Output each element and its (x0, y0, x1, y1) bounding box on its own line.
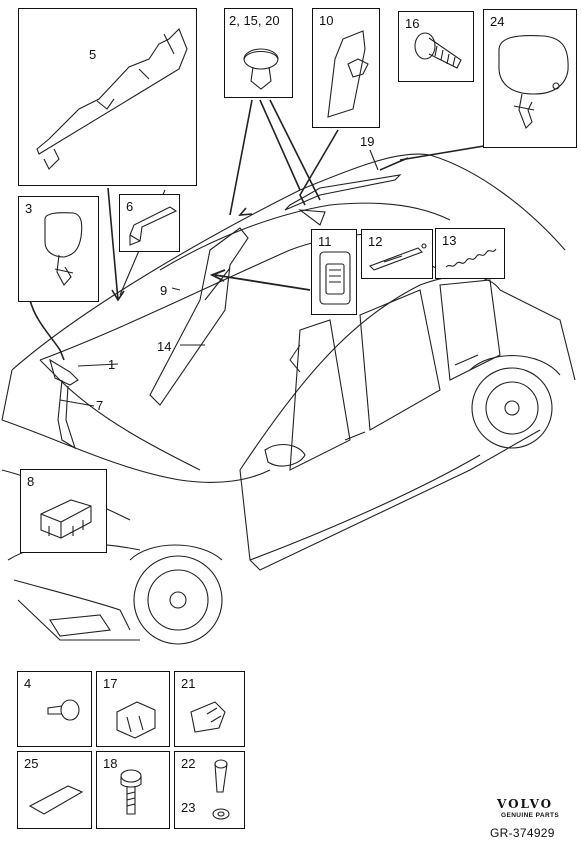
part-box-10: 10 (312, 8, 380, 128)
part-number-12: 12 (368, 234, 383, 249)
handle-icon (129, 206, 178, 246)
part-box-17: 17 (96, 671, 170, 747)
part-number-4: 4 (24, 676, 32, 691)
part-box-18: 18 (96, 751, 170, 829)
screw-washer-icon (212, 759, 230, 820)
cover-clip-icon (44, 212, 83, 286)
part-box-25: 25 (17, 751, 92, 829)
part-box-21: 21 (174, 671, 245, 747)
part-number-24: 24 (490, 14, 505, 29)
part-box-5: 5 (18, 8, 197, 186)
spring-icon (445, 248, 497, 268)
part-number-21: 21 (181, 676, 196, 691)
bolt-icon (47, 699, 80, 721)
part-number-10: 10 (319, 13, 334, 28)
part-box-13: 13 (435, 228, 505, 279)
screw-icon (414, 32, 462, 69)
part-number-22: 22 (181, 756, 196, 771)
part-box-11: 11 (311, 229, 357, 315)
part-number-25: 25 (24, 756, 39, 771)
callout-19: 19 (360, 134, 375, 149)
foam-pad-icon (28, 785, 84, 815)
part-number-13: 13 (442, 233, 457, 248)
part-number-8: 8 (27, 474, 35, 489)
brand-subtitle: GENUINE PARTS (501, 812, 560, 819)
callout-14: 14 (157, 339, 172, 354)
label-strip-icon (369, 243, 427, 271)
part-number-2-15-20: 2, 15, 20 (229, 13, 280, 28)
retainer-clip-icon (190, 701, 226, 733)
part-box-8: 8 (20, 469, 107, 553)
bracket-clip-icon (40, 499, 92, 539)
part-box-24: 24 (483, 9, 577, 148)
part-box-6: 6 (119, 194, 180, 252)
brand-logo: VOLVO (497, 797, 554, 811)
part-box-4: 4 (17, 671, 92, 747)
part-box-2-15-20: 2, 15, 20 (224, 8, 293, 98)
trim-clip-icon (327, 30, 369, 118)
callout-1: 1 (108, 357, 116, 372)
diagram-code: GR-374929 (490, 826, 555, 840)
clip-housing-icon (319, 251, 351, 305)
cover-hook-icon (498, 34, 569, 129)
part-number-3: 3 (25, 201, 33, 216)
part-number-17: 17 (103, 676, 118, 691)
spring-clip-icon (116, 701, 156, 739)
flange-bolt-icon (120, 769, 142, 815)
part-box-12: 12 (361, 229, 433, 279)
push-clip-icon (243, 48, 279, 90)
callout-9: 9 (160, 283, 168, 298)
part-box-22-23: 22 23 (174, 751, 245, 829)
part-number-23: 23 (181, 800, 196, 815)
part-number-5: 5 (89, 47, 97, 62)
part-number-18: 18 (103, 756, 118, 771)
callout-7: 7 (96, 398, 104, 413)
part-number-16: 16 (405, 16, 420, 31)
part-box-3: 3 (18, 196, 99, 302)
part-box-16: 16 (398, 11, 474, 82)
part-number-11: 11 (318, 234, 332, 249)
bracket-rail-icon (36, 28, 188, 170)
part-number-6: 6 (126, 199, 134, 214)
